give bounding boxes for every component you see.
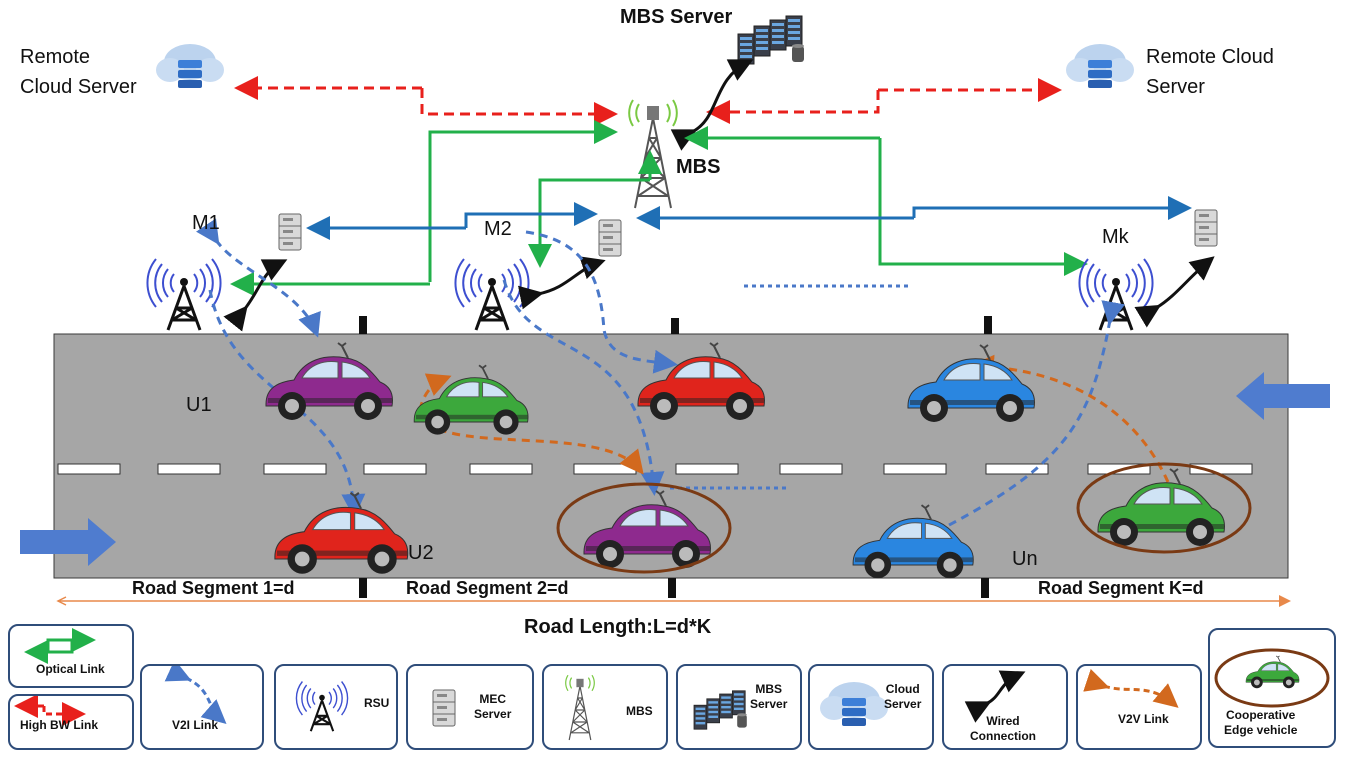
remote-cloud-right-label: Remote Cloud Server [1146,46,1274,98]
legend-v2v: V2V Link [1076,664,1202,750]
mbs-tower-icon [628,99,678,209]
vehicles [265,342,1225,579]
legend-wired-label: Wired Connection [970,714,1036,743]
u1-label: U1 [186,394,212,416]
legend-cloud: Cloud Server [808,664,934,750]
rsu-mk-icon [1077,257,1155,332]
mec-server-2-icon [598,219,622,257]
segment-ticks [359,316,992,598]
segment-k-label: Road Segment K=d [1038,578,1204,598]
wired-mbs-link [670,59,754,151]
v2v-link-icon [1083,668,1179,708]
remote-cloud-left-label: Remote Cloud Server [20,46,137,98]
road-length-label: Road Length:L=d*K [524,616,712,638]
v2v-link-blue-coop [970,354,1170,483]
vehicle-blue-1 [907,344,1035,422]
high-bw-link-icon [14,696,86,726]
legend-rsu: RSU [274,664,398,750]
legend-high-bw-label: High BW Link [20,718,98,732]
cloud-server-left-icon [156,44,224,88]
m2-label: M2 [484,218,512,240]
m1-label: M1 [192,212,220,234]
optical-link-m2 [528,178,650,268]
vehicle-un-blue [852,504,974,579]
rsu-m2-icon [453,257,531,332]
mec-server-legend-icon [432,689,456,727]
legend-mbs: MBS [542,664,668,750]
un-label: Un [1012,548,1038,570]
mk-label: Mk [1102,226,1129,248]
legend-coop-label: Cooperative Edge vehicle [1224,708,1298,737]
mec-server-1-icon [278,213,302,251]
cloud-server-right-icon [1066,44,1134,88]
legend-mec: MEC Server [406,664,534,750]
v2i-link-m1-u1 [196,218,321,338]
vehicle-green-1 [413,364,529,435]
v2i-link-icon [164,666,227,724]
legend-cloud-label: Cloud Server [884,682,922,711]
vehicle-coop-green [1097,468,1225,546]
segment-1-label: Road Segment 1=d [132,578,295,598]
legend-v2i-label: V2I Link [172,718,219,732]
legend-rsu-label: RSU [364,696,390,710]
vehicle-u2-red [274,492,409,574]
legend-optical: Optical Link [8,624,134,688]
legend-mbs-server-label: MBS Server [750,682,788,711]
vehicle-coop-purple [583,490,711,568]
vehicle-red-1 [637,342,765,420]
legend-optical-label: Optical Link [36,662,105,676]
legend-coop-car [1245,655,1300,689]
segment-2-label: Road Segment 2=d [406,578,569,598]
optical-link-icon [24,628,96,664]
legend-v2i: V2I Link [140,664,264,750]
legend-wired: Wired Connection [942,664,1068,750]
coop-ring-1 [556,482,732,574]
legend-high-bw: High BW Link [8,694,134,750]
legend-mbs-label: MBS [626,704,653,718]
v2i-link-m2-coop [502,279,665,496]
mbs-server-label: MBS Server [620,6,733,28]
direction-arrow-left [1236,372,1330,420]
legend-mec-label: MEC Server [474,692,512,721]
u2-label: U2 [408,542,434,564]
wired-connection-icon [964,670,1026,723]
mbs-label: MBS [676,156,721,178]
legend-coop: Cooperative Edge vehicle [1208,628,1336,748]
optical-link-m1 [428,120,618,282]
mbs-server-icon [738,16,804,64]
v2i-link-m2-red [525,230,678,374]
cooperative-vehicle-icon [1214,648,1330,708]
mec-server-k-icon [1194,209,1218,247]
legend-v2v-label: V2V Link [1118,712,1169,726]
direction-arrow-right [20,518,116,566]
vehicle-u1-purple [265,342,393,420]
coop-ring-2 [1076,462,1252,554]
legend-mbs-server: MBS Server [676,664,802,750]
